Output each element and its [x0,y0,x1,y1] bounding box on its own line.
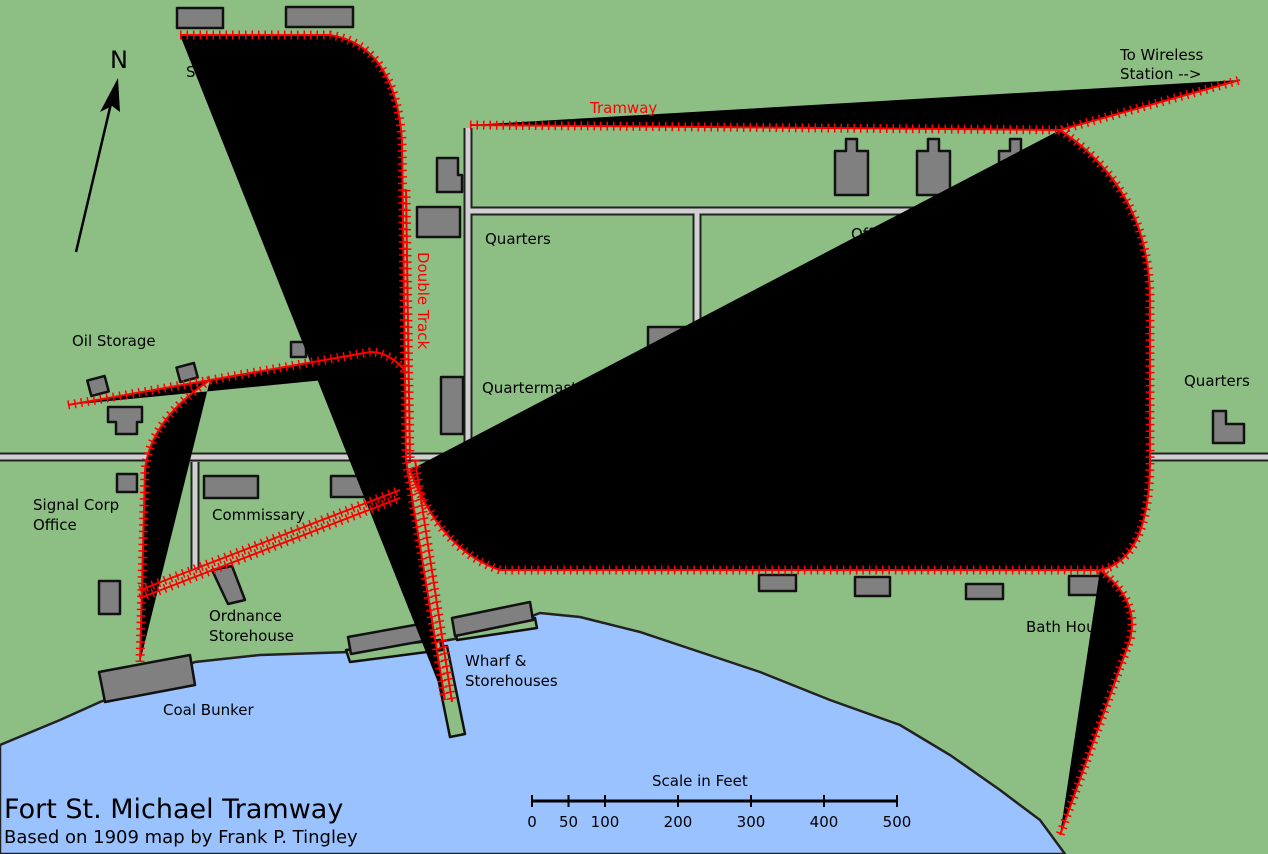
label-blacksmith: Blacksmith [272,233,355,251]
label-double-track: Double Track [414,252,432,349]
north-label: N [110,46,128,74]
tramway-lines [68,35,1240,835]
label-officers-quarters: Officers' Quarters [851,225,984,243]
label-commissary: Commissary [212,506,305,524]
label-stables: Stables & Granary [186,63,323,81]
label-shooting-gallery: Shooting [598,505,664,523]
scale-tick-label: 400 [810,813,839,831]
label-coal-bunker: Coal Bunker [163,701,254,719]
label-oil-storage: Oil Storage [72,332,156,350]
scale-tick-label: 200 [664,813,693,831]
scale-tick-label: 0 [527,813,537,831]
scale-bar: Scale in Feet 0 50 100 200 300 400 500 [527,772,911,831]
label-wharf-2: Storehouses [465,672,558,690]
label-signal-corp-2: Office [33,516,77,534]
label-wharf: Wharf & [465,652,527,670]
label-wireless-2: Station --> [1120,65,1202,83]
label-signal-corp: Signal Corp [33,496,119,514]
label-barracks-1: Barracks [795,510,861,528]
label-barracks-2: Barracks [999,519,1065,537]
label-quartermaster: Quartermaster [482,379,593,397]
scale-tick-label: 300 [737,813,766,831]
label-wireless-3: ~1mi [1120,85,1161,103]
labels: Stables & Granary Tramway To Wireless St… [33,46,1250,719]
label-hospital: Hospital [989,369,1050,387]
label-bath-house: Bath House [1026,618,1113,636]
scale-tick-label: 50 [559,813,578,831]
label-tramway: Tramway [589,99,657,117]
map-title: Fort St. Michael Tramway [4,794,343,825]
map-subtitle: Based on 1909 map by Frank P. Tingley [4,827,358,848]
label-shooting-gallery-2: Gallery [598,525,652,543]
label-ordnance-2: Storehouse [209,627,294,645]
scale-tick-label: 500 [883,813,912,831]
north-arrow-icon [74,78,120,253]
label-ordnance: Ordnance [209,607,282,625]
label-quarters-right: Quarters [1184,372,1250,390]
scale-title: Scale in Feet [652,772,748,790]
label-quarters: Quarters [485,230,551,248]
label-px: PX [466,486,485,504]
label-bakery: Bakery [709,341,761,359]
scale-tick-label: 100 [591,813,620,831]
label-wireless: To Wireless [1119,46,1204,64]
label-boardwalk: Boardwalk / Parade Ground [729,439,934,457]
